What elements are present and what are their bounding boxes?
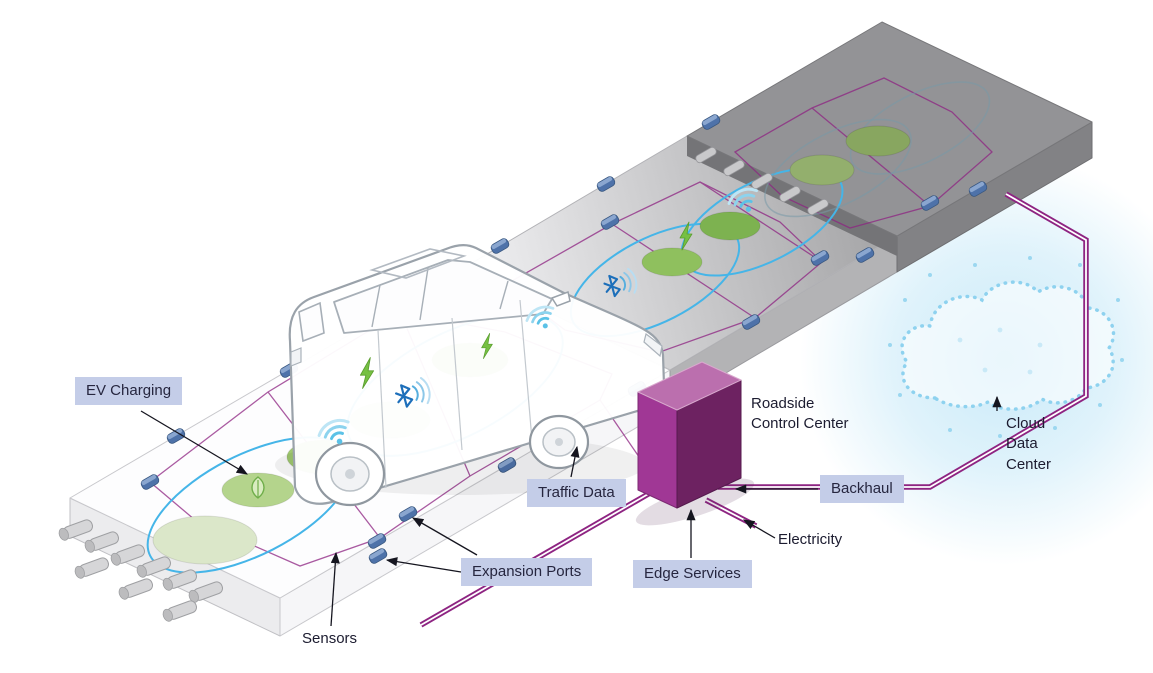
- lightning-icon: [679, 221, 693, 251]
- car-door-seams: [377, 299, 533, 489]
- expansion-port: [72, 555, 111, 581]
- bluetooth-icon: [603, 267, 638, 298]
- charging-pad: [699, 211, 761, 241]
- lightning-icon: [359, 357, 375, 389]
- box-shadow: [635, 478, 755, 526]
- label-traffic-data: Traffic Data: [527, 479, 626, 507]
- cloud-dots: [888, 256, 1124, 438]
- label-edge-services: Edge Services: [633, 560, 752, 588]
- expansion-port: [160, 598, 199, 624]
- annotation-arrows: [140, 395, 1002, 627]
- car-wheel: [528, 414, 590, 470]
- label-roadside-control-center: Roadside Control Center: [751, 395, 849, 433]
- charging-pad: [641, 247, 703, 277]
- bluetooth-icon: [394, 377, 431, 408]
- label-electricity: Electricity: [778, 531, 843, 548]
- label-cloud-data-center: Cloud Data Center: [1006, 415, 1052, 473]
- car-sunroof: [369, 248, 467, 279]
- electricity-arrow: [743, 519, 776, 539]
- leaf-icon: [251, 476, 265, 499]
- charging-pad: [152, 515, 258, 565]
- ev-charging-arrow: [140, 410, 248, 475]
- sensors-arrow: [330, 551, 340, 627]
- charging-pad: [845, 125, 911, 157]
- lightning-icon: [481, 333, 493, 359]
- car-rear-window: [298, 301, 325, 343]
- car-taillight: [290, 347, 302, 367]
- cloud-icon: [900, 280, 1116, 411]
- label-expansion-ports: Expansion Ports: [461, 558, 593, 586]
- car: [275, 244, 666, 507]
- wifi-icon: [525, 305, 555, 329]
- car-wheel: [314, 441, 386, 507]
- box-top-face: [637, 361, 742, 411]
- roadside-control-center-box: [635, 361, 755, 526]
- car-pillars: [371, 267, 509, 328]
- expansion-ports-arrow: [385, 557, 462, 573]
- wifi-icon: [317, 418, 350, 445]
- label-backhaul: Backhaul: [820, 475, 904, 503]
- communication-icons: [317, 187, 758, 445]
- label-ev-charging: EV Charging: [75, 377, 183, 405]
- label-sensors: Sensors: [302, 630, 358, 647]
- expansion-port: [116, 576, 155, 602]
- expansion-ports-arrow: [412, 517, 478, 556]
- traffic-data-arrow: [570, 445, 580, 478]
- wifi-icon: [727, 187, 758, 212]
- box-front-face: [637, 391, 678, 509]
- car-mirror: [550, 290, 571, 307]
- car-headlight: [643, 332, 663, 358]
- charging-pad: [789, 154, 855, 186]
